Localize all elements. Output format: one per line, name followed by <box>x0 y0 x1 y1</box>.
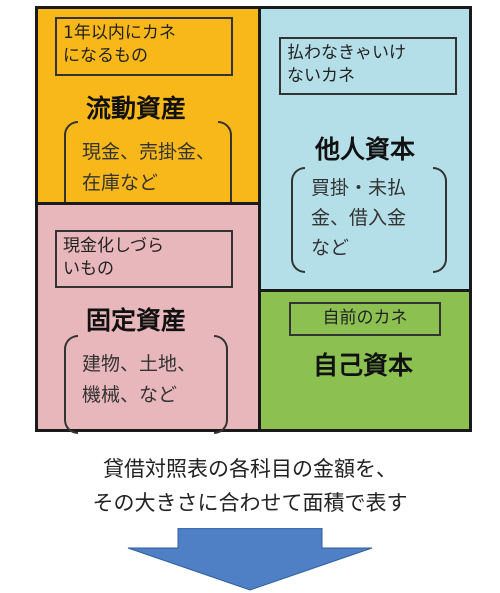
right-bracket <box>433 167 447 273</box>
fixed-assets-detail: 建物、土地、 機械、など <box>82 353 197 406</box>
liabilities-note: 払わなきゃいけ ないカネ <box>279 37 457 95</box>
fixed-assets-title: 固定資産 <box>86 306 187 335</box>
current-assets-box: 1年以内にカネ になるもの 流動資産 現金、売掛金、 在庫など <box>38 9 258 217</box>
left-bracket <box>291 167 305 273</box>
liabilities-box: 払わなきゃいけ ないカネ 他人資本 買掛・未払 金、借入金 など <box>258 9 469 289</box>
balance-sheet-grid: 1年以内にカネ になるもの 流動資産 現金、売掛金、 在庫など 現金化しづら い… <box>35 6 472 434</box>
down-arrow-icon <box>127 528 373 591</box>
down-arrow-shape <box>127 528 373 591</box>
equity-box: 自前のカネ 自己資本 <box>258 289 469 429</box>
equity-note: 自前のカネ <box>289 302 441 336</box>
caption: 貸借対照表の各科目の金額を、 その大きさに合わせて面積で表す <box>92 457 408 515</box>
liabilities-title: 他人資本 <box>315 135 416 164</box>
current-assets-title: 流動資産 <box>86 94 187 123</box>
fixed-assets-box: 現金化しづら いもの 固定資産 建物、土地、 機械、など <box>38 202 258 434</box>
current-assets-note: 1年以内にカネ になるもの <box>55 17 233 76</box>
right-bracket <box>214 335 228 434</box>
current-assets-detail: 現金、売掛金、 在庫など <box>82 141 216 194</box>
equity-title: 自己資本 <box>313 351 414 380</box>
left-bracket <box>64 335 78 434</box>
fixed-assets-note: 現金化しづら いもの <box>55 230 233 288</box>
liabilities-detail: 買掛・未払 金、借入金 など <box>311 177 407 259</box>
